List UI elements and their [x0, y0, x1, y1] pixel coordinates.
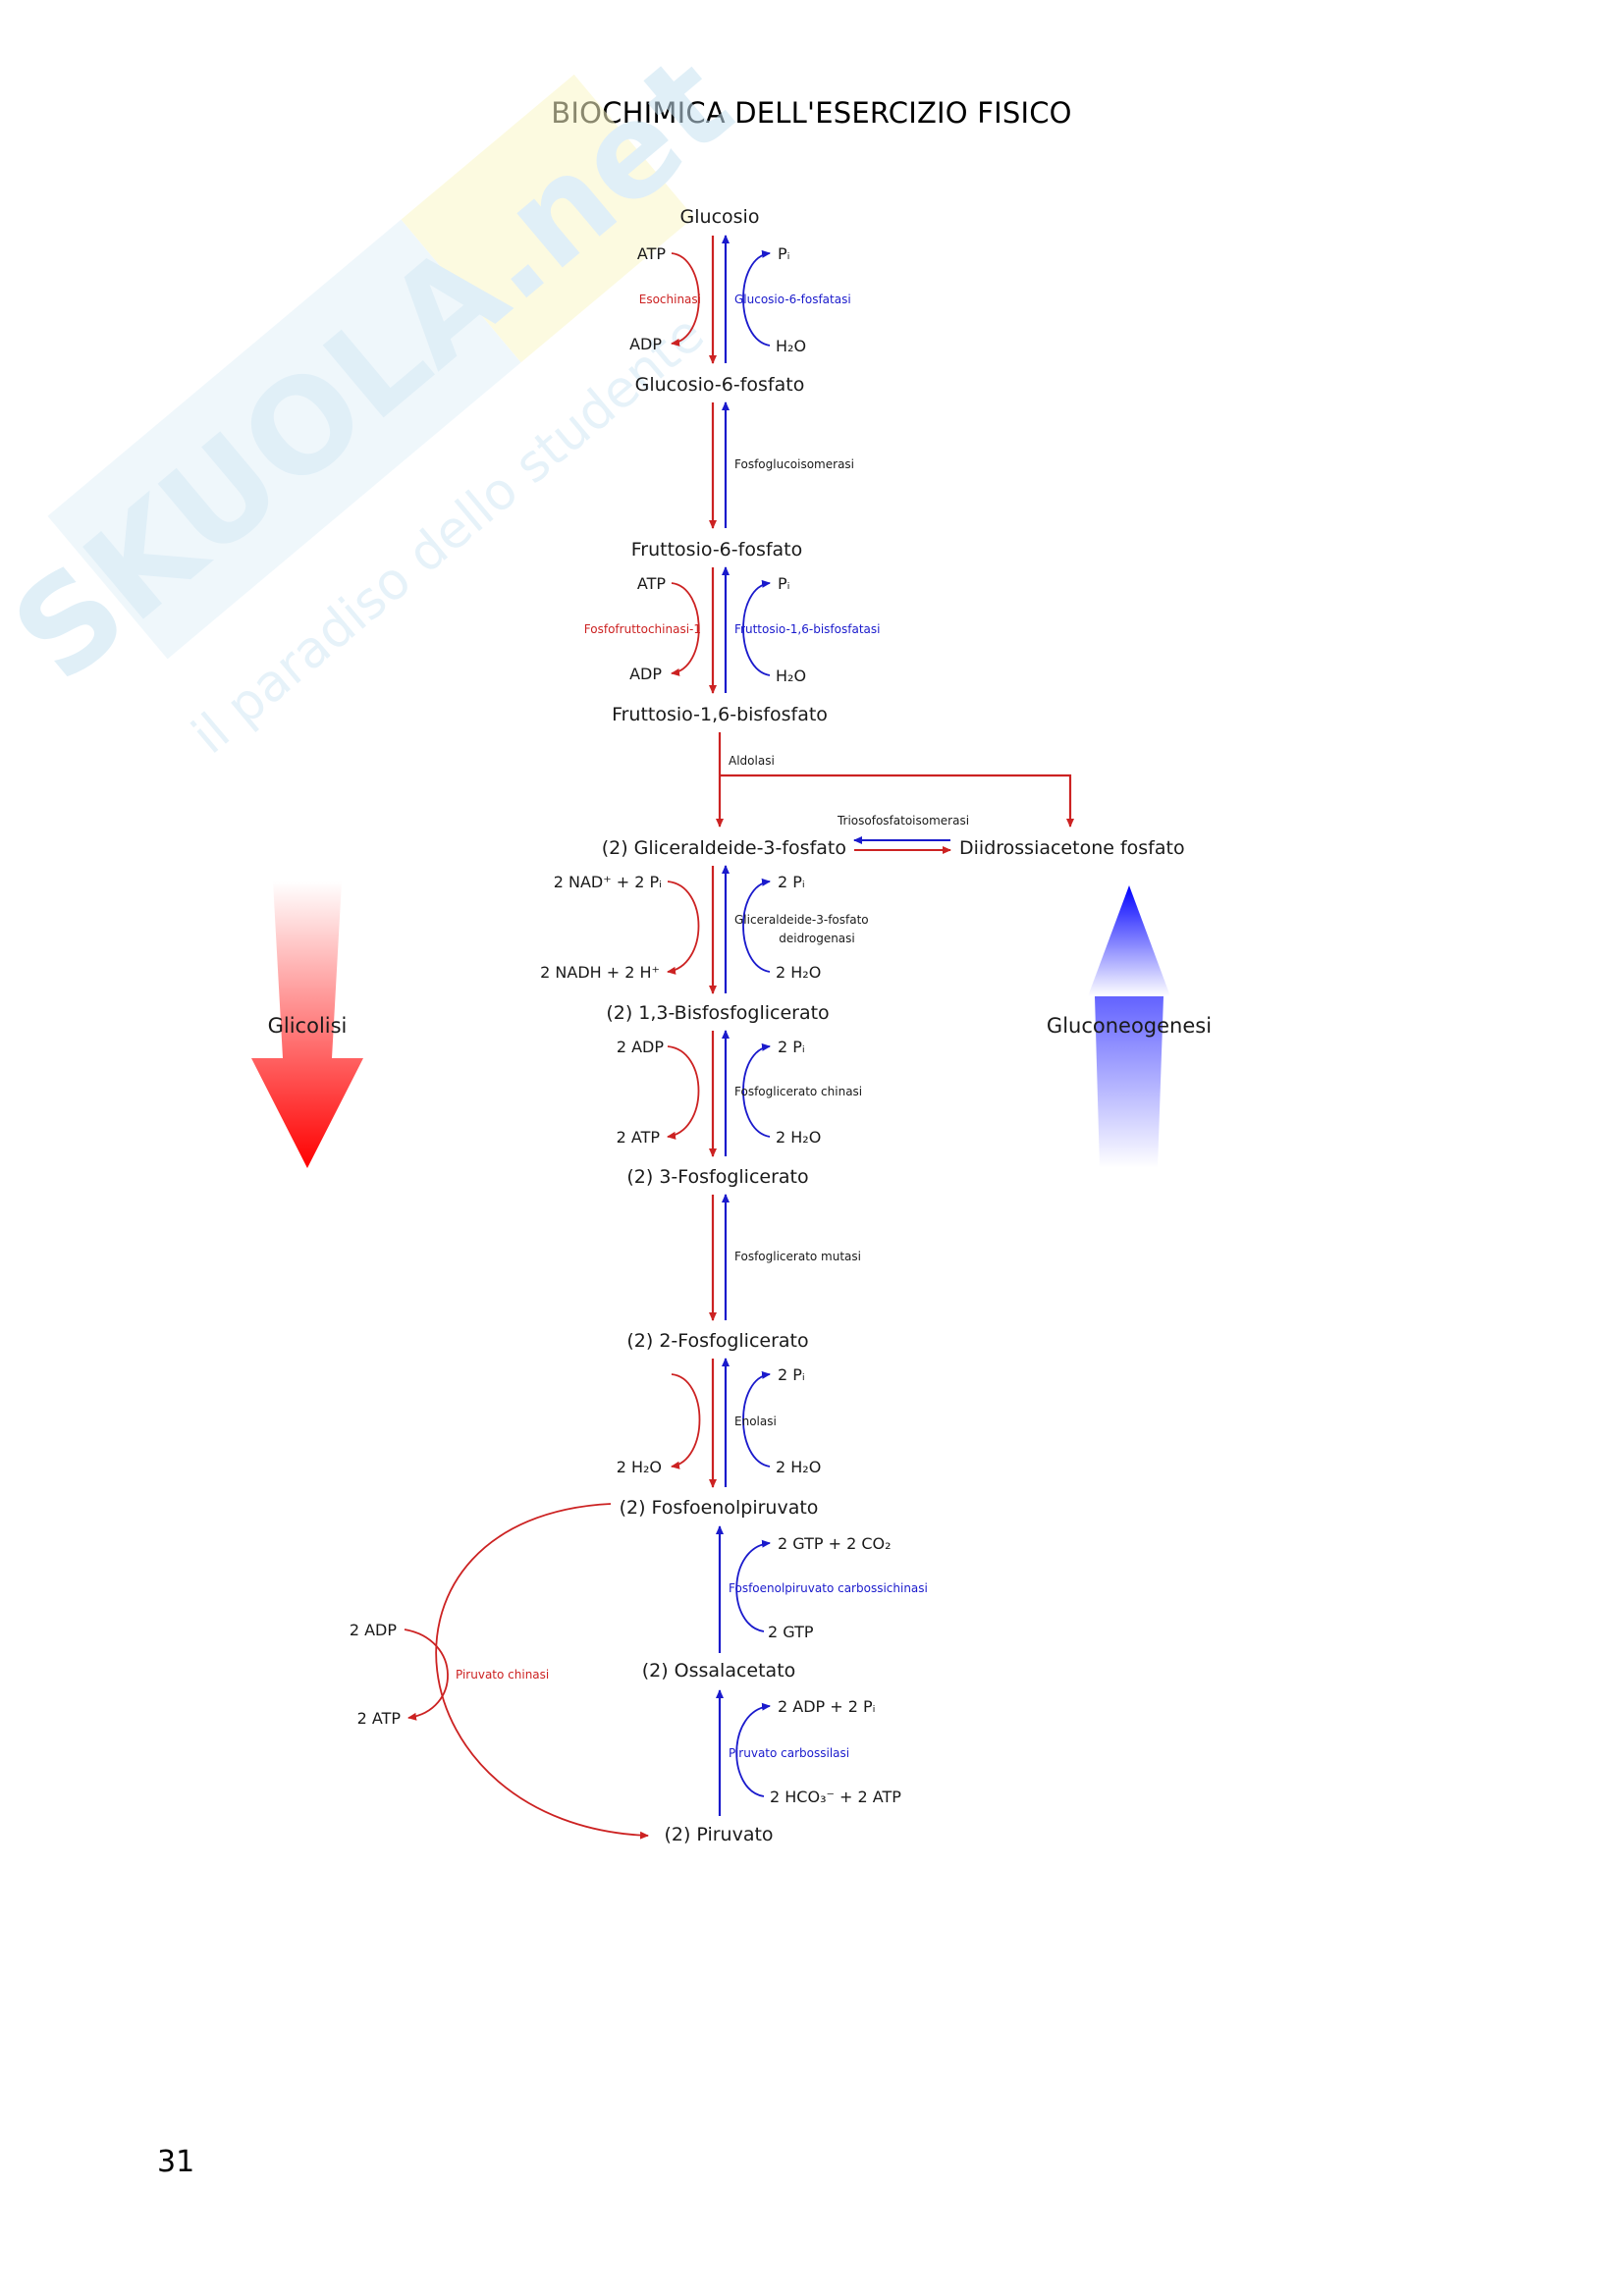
enzyme-label: Fosfoglucoisomerasi [734, 457, 854, 471]
cofactor-label: ATP [637, 244, 666, 263]
watermark-box-blue [47, 219, 521, 660]
metabolite-dhap: Diidrossiacetone fosfato [959, 837, 1185, 859]
cofactor-label: 2 Pᵢ [778, 873, 805, 891]
watermark-box-yellow [401, 74, 694, 363]
enzyme-label-red: Esochinasi [639, 293, 701, 306]
metabolite-13bpg: (2) 1,3-Bisfosfoglicerato [606, 1002, 829, 1024]
cofactor-curve-blue [742, 1042, 771, 1138]
metabolite-g6p: Glucosio-6-fosfato [635, 374, 805, 396]
cofactor-label: H₂O [776, 337, 806, 355]
tpi-equilibrium-arrows [853, 836, 951, 854]
cofactor-label: 2 H₂O [776, 1458, 821, 1476]
enzyme-label-blue: Piruvato carbossilasi [729, 1746, 849, 1760]
cofactor-label: 2 ADP [350, 1621, 398, 1639]
glycolysis-arrow [251, 881, 363, 1168]
pyruvate-kinase-arrow [435, 1503, 649, 1840]
cofactor-label: 2 Pᵢ [778, 1038, 805, 1056]
enzyme-label-blue: Fosfoenolpiruvato carbossichinasi [729, 1581, 928, 1595]
cofactor-label: Pᵢ [778, 244, 790, 263]
metabolite-glucosio: Glucosio [680, 206, 760, 228]
cofactor-curve-red [667, 881, 700, 975]
cofactor-label: 2 H₂O [776, 1128, 821, 1147]
metabolite-f6p: Fruttosio-6-fosfato [631, 539, 803, 561]
enzyme-label-blue: Glucosio-6-fosfatasi [734, 293, 851, 306]
cofactor-curve-red [671, 1373, 701, 1469]
enzyme-label-red: Fosfofruttochinasi-1 [584, 622, 701, 636]
enzyme-label: Aldolasi [729, 754, 775, 768]
cofactor-label: ADP [629, 665, 662, 683]
cofactor-curve-red [671, 252, 700, 347]
cofactor-curve-blue [742, 249, 771, 347]
gluconeogenesis-arrow [1088, 885, 1170, 1168]
metabolite-3pg: (2) 3-Fosfoglicerato [626, 1166, 808, 1188]
cofactor-label: 2 ADP + 2 Pᵢ [778, 1697, 876, 1716]
enzyme-label: deidrogenasi [779, 932, 855, 945]
cofactor-label: 2 GTP + 2 CO₂ [778, 1534, 892, 1553]
page-number: 31 [157, 2145, 195, 2179]
page-title: BIOCHIMICA DELL'ESERCIZIO FISICO [551, 96, 1072, 130]
cofactor-label: 2 ATP [357, 1709, 402, 1728]
enzyme-label: Gliceraldeide-3-fosfato [734, 913, 869, 927]
cofactor-curve-blue [735, 1539, 771, 1632]
cofactor-label: 2 H₂O [617, 1458, 662, 1476]
cofactor-label: ADP [629, 335, 662, 353]
cofactor-label: 2 Pᵢ [778, 1365, 805, 1384]
cofactor-curve-red [404, 1629, 449, 1721]
cofactor-curve-blue [742, 579, 771, 676]
metabolite-gap: (2) Gliceraldeide-3-fosfato [602, 837, 846, 859]
cofactor-label: ATP [637, 574, 666, 593]
gluconeogenesis-label: Gluconeogenesi [1047, 1014, 1212, 1038]
cofactor-label: 2 H₂O [776, 963, 821, 982]
glycolysis-label: Glicolisi [268, 1014, 348, 1038]
cofactor-label: H₂O [776, 667, 806, 685]
cofactor-label: 2 ADP [617, 1038, 665, 1056]
metabolite-f16bp: Fruttosio-1,6-bisfosfato [612, 704, 828, 725]
cofactor-curve-blue [742, 1370, 771, 1468]
metabolite-2pg: (2) 2-Fosfoglicerato [626, 1330, 808, 1352]
cofactor-label: 2 NAD⁺ + 2 Pᵢ [554, 873, 662, 891]
cofactor-label: 2 NADH + 2 H⁺ [540, 963, 660, 982]
enzyme-label-red: Piruvato chinasi [456, 1668, 549, 1682]
enzyme-label: Enolasi [734, 1415, 777, 1428]
metabolite-oaa: (2) Ossalacetato [642, 1660, 796, 1682]
cofactor-label: 2 ATP [617, 1128, 661, 1147]
cofactor-curve-blue [735, 1702, 771, 1797]
enzyme-label: Triosofosfatoisomerasi [837, 814, 969, 828]
metabolite-pep: (2) Fosfoenolpiruvato [620, 1497, 819, 1519]
cofactor-curve-red [671, 582, 700, 676]
enzyme-label: Fosfoglicerato mutasi [734, 1250, 861, 1263]
cofactor-label: 2 HCO₃⁻ + 2 ATP [770, 1788, 901, 1806]
aldolase-branch-arrow [720, 774, 1074, 828]
cofactor-label: Pᵢ [778, 574, 790, 593]
metabolite-pyr: (2) Piruvato [664, 1824, 773, 1845]
cofactor-curve-red [667, 1045, 700, 1140]
enzyme-label-blue: Fruttosio-1,6-bisfosfatasi [734, 622, 880, 636]
enzyme-label: Fosfoglicerato chinasi [734, 1085, 862, 1098]
cofactor-label: 2 GTP [768, 1623, 814, 1641]
cofactor-curve-blue [742, 878, 771, 973]
